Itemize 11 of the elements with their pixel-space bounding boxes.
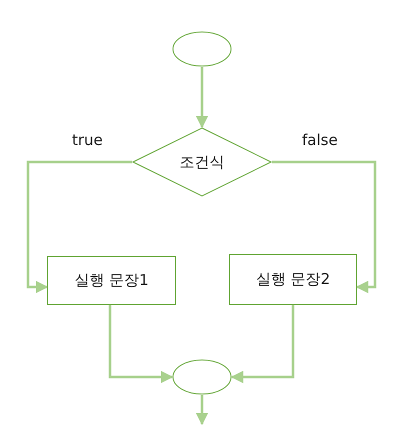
arrow [196, 67, 208, 128]
terminal-ellipse [172, 31, 232, 67]
arrow [272, 160, 376, 294]
arrow [108, 305, 174, 384]
arrow [230, 305, 294, 384]
arrow [196, 395, 208, 426]
process-box: 실행 문장2 [229, 254, 357, 305]
process-box: 실행 문장1 [47, 256, 176, 305]
decision-diamond: 조건식 [132, 127, 272, 197]
arrow [26, 160, 132, 294]
terminal-ellipse [172, 359, 232, 395]
